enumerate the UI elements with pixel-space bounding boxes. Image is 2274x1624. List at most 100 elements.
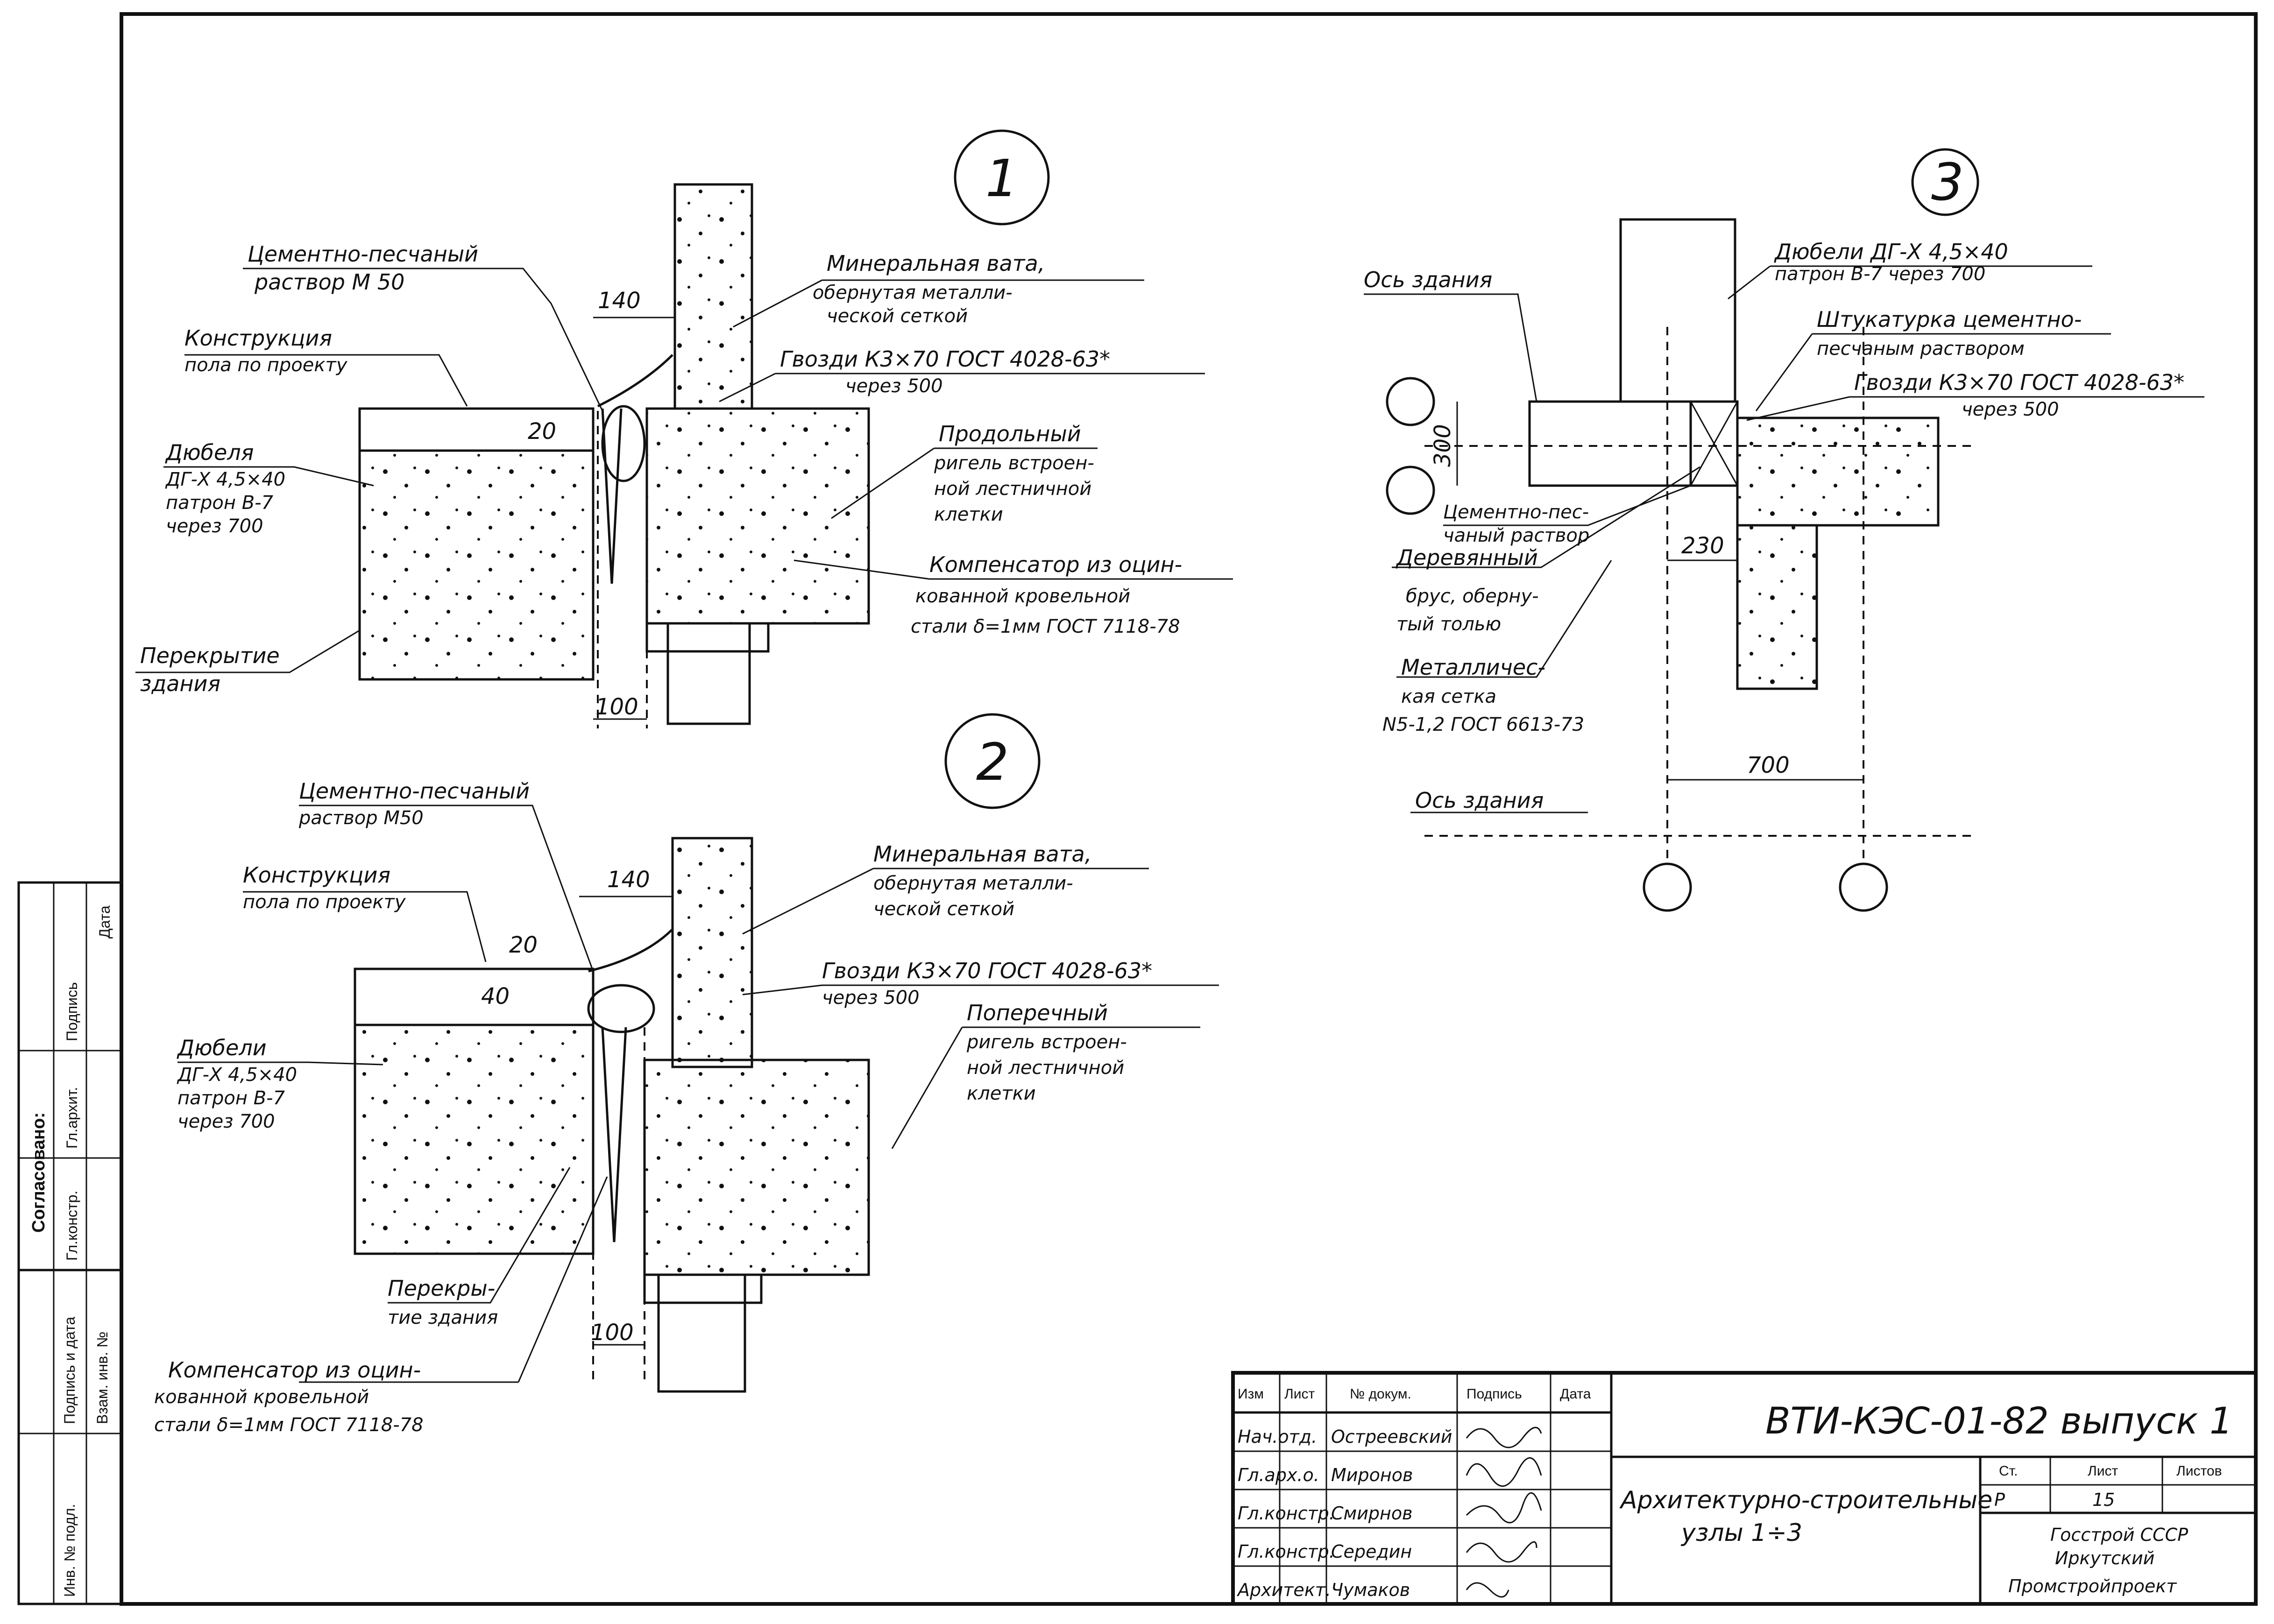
detail-3-timber-label: Деревянный: [1396, 545, 1538, 570]
detail-2-nails-label: Гвозди К3×70 ГОСТ 4028-63*: [822, 958, 1152, 983]
svg-text:ригель встроен-: ригель встроен-: [966, 1031, 1127, 1053]
detail-1-nails-label: Гвозди К3×70 ГОСТ 4028-63*: [780, 346, 1110, 372]
svg-text:кованной кровельной: кованной кровельной: [154, 1386, 369, 1408]
detail-3-upper-column: [1619, 218, 1736, 403]
svg-text:брус, оберну-: брус, оберну-: [1406, 586, 1539, 607]
detail-3-timber-brace: [1689, 400, 1739, 487]
detail-1-compensator-label: Компенсатор из оцин-: [929, 552, 1182, 577]
svg-text:стали δ=1мм ГОСТ 7118-78: стали δ=1мм ГОСТ 7118-78: [911, 616, 1180, 637]
detail-1-slab-label: Перекрытие: [140, 643, 280, 668]
svg-text:Гл.констр.: Гл.констр.: [1238, 1541, 1335, 1562]
drawing-title: Архитектурно-строительные: [1619, 1486, 1992, 1514]
svg-text:стали δ=1мм ГОСТ 7118-78: стали δ=1мм ГОСТ 7118-78: [154, 1414, 424, 1436]
svg-text:20: 20: [528, 418, 556, 445]
svg-text:Чумаков: Чумаков: [1331, 1580, 1410, 1600]
detail-2-compensator-label: Компенсатор из оцин-: [168, 1357, 421, 1383]
svg-text:Середин: Середин: [1331, 1541, 1412, 1562]
detail-2-lower-column: [657, 1273, 746, 1393]
svg-text:15: 15: [2092, 1490, 2115, 1510]
svg-text:кая сетка: кая сетка: [1401, 686, 1496, 707]
svg-text:Архитект.: Архитект.: [1236, 1580, 1331, 1600]
detail-2: 2 140 20 40 100 Цементно-песчаный: [154, 713, 1219, 1436]
svg-text:Гл.арх.о.: Гл.арх.о.: [1238, 1465, 1319, 1485]
svg-text:песчаным раствором: песчаным раствором: [1817, 338, 2025, 360]
svg-text:ческой сеткой: ческой сеткой: [873, 898, 1014, 920]
detail-1: 1 140 20 1: [135, 129, 1233, 728]
svg-text:Миронов: Миронов: [1331, 1465, 1413, 1485]
svg-text:N5-1,2 ГОСТ 6613-73: N5-1,2 ГОСТ 6613-73: [1382, 714, 1584, 735]
detail-3-dowel-label: Дюбели ДГ-X 4,5×40: [1774, 239, 2008, 264]
svg-text:Подпись: Подпись: [1466, 1386, 1522, 1402]
svg-text:тый толью: тый толью: [1396, 614, 1501, 635]
svg-text:раствор М50: раствор М50: [298, 807, 424, 829]
detail-2-compensator: [601, 1027, 627, 1243]
detail-2-slab-label: Перекры-: [388, 1276, 495, 1301]
svg-text:клетки: клетки: [934, 504, 1003, 525]
svg-text:Нач.отд.: Нач.отд.: [1238, 1426, 1317, 1447]
svg-text:клетки: клетки: [967, 1083, 1036, 1104]
svg-text:здания: здания: [140, 671, 220, 696]
svg-text:230: 230: [1681, 533, 1724, 559]
svg-text:Гл.архит.: Гл.архит.: [64, 1087, 80, 1149]
svg-text:Инв. № подл.: Инв. № подл.: [61, 1504, 78, 1597]
svg-text:через 500: через 500: [822, 987, 920, 1009]
svg-text:узлы 1÷3: узлы 1÷3: [1680, 1519, 1802, 1547]
detail-3-number-circle: [1911, 148, 1979, 216]
svg-text:Взам. инв. №: Взам. инв. №: [94, 1332, 111, 1424]
svg-text:обернутая металли-: обернутая металли-: [873, 873, 1073, 894]
svg-text:Подпись и дата: Подпись и дата: [61, 1317, 78, 1424]
title-block: Изм Лист № докум. Подпись Дата Нач.отд. …: [1231, 1371, 2258, 1606]
approval-heading: Согласовано:: [29, 1112, 49, 1233]
svg-text:140: 140: [598, 288, 641, 314]
svg-text:обернутая металли-: обернутая металли-: [813, 282, 1013, 304]
detail-2-floor-label: Конструкция: [243, 862, 390, 888]
svg-text:Гл.констр.: Гл.констр.: [1238, 1503, 1335, 1524]
detail-3-number: 3: [1931, 152, 1964, 212]
detail-1-lower-column: [666, 622, 751, 725]
detail-3-axis-marker: [1839, 862, 1888, 912]
svg-text:40: 40: [481, 983, 510, 1010]
svg-text:через 500: через 500: [845, 375, 943, 397]
svg-text:300: 300: [1430, 424, 1456, 467]
svg-text:Лист: Лист: [1284, 1386, 1315, 1402]
svg-text:ригель встроен-: ригель встроен-: [934, 452, 1094, 474]
detail-3-axis-marker: [1643, 862, 1692, 912]
detail-1-mineral-wool: [601, 405, 646, 482]
detail-1-mortar-label: Цементно-песчаный: [248, 241, 478, 267]
detail-2-girder-label: Поперечный: [967, 1000, 1108, 1025]
svg-text:патрон В-7: патрон В-7: [166, 492, 274, 514]
svg-text:Ст.: Ст.: [1999, 1463, 2018, 1479]
detail-2-mineral-wool: [587, 984, 655, 1033]
svg-text:патрон В-7: патрон В-7: [177, 1087, 285, 1109]
svg-text:раствор М 50: раствор М 50: [254, 269, 404, 295]
svg-text:ДГ-X 4,5×40: ДГ-X 4,5×40: [177, 1064, 297, 1086]
svg-text:пола по проекту: пола по проекту: [184, 354, 348, 376]
detail-3-mesh-label: Металличес-: [1401, 655, 1545, 680]
detail-3-axis-marker: [1386, 377, 1435, 426]
svg-text:100: 100: [595, 694, 638, 720]
detail-3-mortar-label: Цементно-пес-: [1443, 501, 1589, 523]
svg-text:Дата: Дата: [96, 905, 113, 939]
svg-text:ческой сеткой: ческой сеткой: [827, 305, 968, 327]
svg-text:Лист: Лист: [2088, 1463, 2118, 1479]
svg-text:Подпись: Подпись: [64, 982, 80, 1041]
org-name: Госстрой СССР: [2050, 1525, 2188, 1545]
detail-3-plaster-label: Штукатурка цементно-: [1817, 307, 2082, 332]
detail-1-compensator: [601, 408, 623, 584]
detail-1-girder-label: Продольный: [939, 421, 1081, 446]
svg-text:Остреевский: Остреевский: [1331, 1426, 1452, 1447]
svg-text:Листов: Листов: [2176, 1463, 2222, 1479]
svg-text:пола по проекту: пола по проекту: [243, 891, 406, 913]
svg-text:100: 100: [591, 1320, 634, 1346]
svg-text:Дата: Дата: [1560, 1386, 1591, 1402]
detail-1-dowel-label: Дюбеля: [165, 440, 254, 465]
svg-text:140: 140: [607, 867, 650, 893]
svg-text:Промстройпроект: Промстройпроект: [2008, 1576, 2177, 1596]
svg-text:патрон В-7 через 700: патрон В-7 через 700: [1775, 263, 1985, 285]
detail-1-wool-label: Минеральная вата,: [827, 251, 1045, 276]
svg-text:через 500: через 500: [1962, 399, 2059, 420]
detail-1-floor-layer: [358, 407, 595, 452]
svg-text:ной лестничной: ной лестничной: [967, 1057, 1124, 1079]
detail-2-number-circle: [944, 713, 1041, 809]
detail-2-dowel-label: Дюбели: [177, 1035, 267, 1060]
